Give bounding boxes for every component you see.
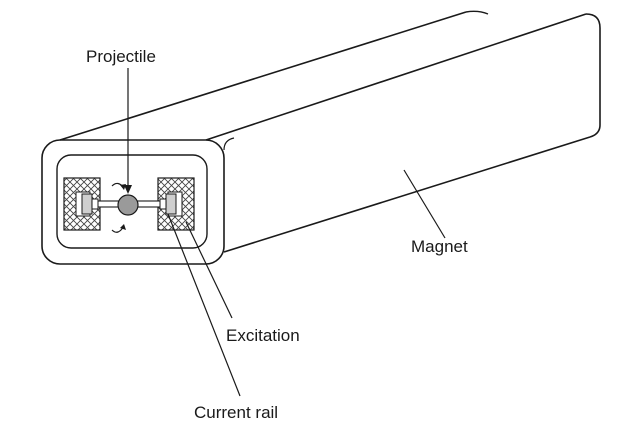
- magnet-top-back-edge: [465, 10, 489, 15]
- excitation-leader: [185, 221, 233, 319]
- magnet-back-corner: [585, 13, 601, 29]
- magnet-bottom-corner: [589, 124, 601, 138]
- label-excitation: Excitation: [226, 326, 300, 345]
- magnet-top-right-edge: [205, 13, 587, 141]
- right-current-rail: [165, 193, 177, 215]
- magnet-bottom-edge: [223, 136, 591, 253]
- label-projectile: Projectile: [86, 47, 156, 66]
- label-current-rail: Current rail: [194, 403, 279, 422]
- left-current-rail: [81, 193, 93, 215]
- projectile: [117, 194, 139, 216]
- current-rail-leader: [167, 213, 241, 397]
- magnet-leader: [403, 169, 446, 239]
- magnet-side-fold: [223, 137, 235, 151]
- label-magnet: Magnet: [411, 237, 468, 256]
